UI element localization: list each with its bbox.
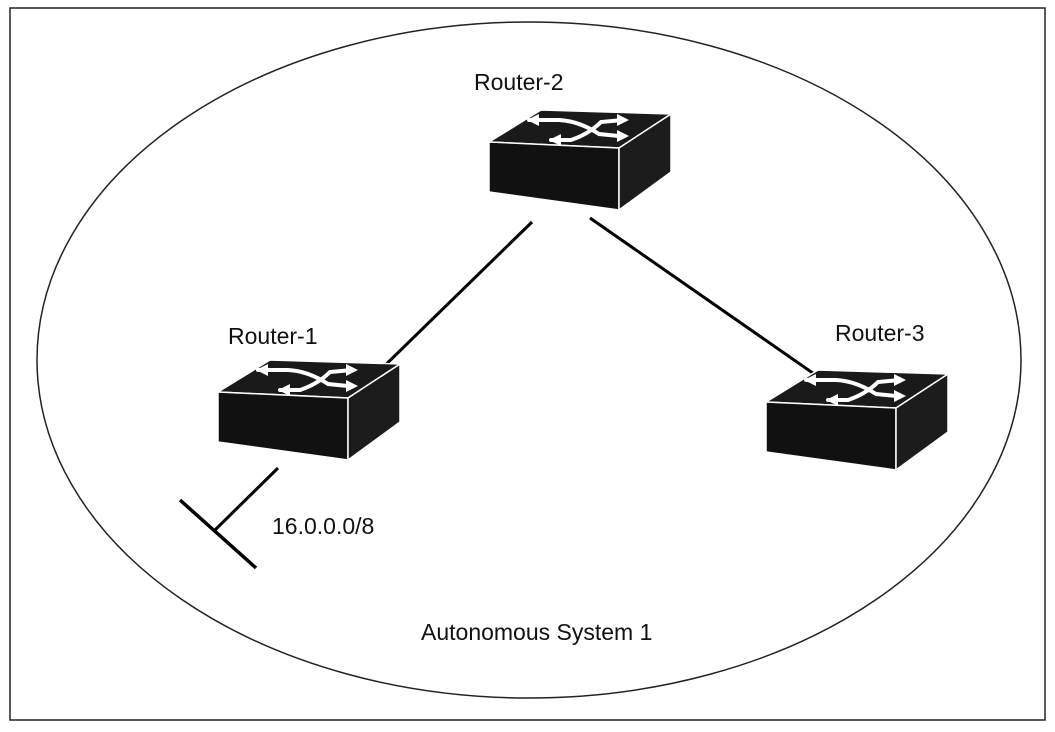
router-3: [764, 368, 950, 472]
autonomous-system-label: Autonomous System 1: [421, 619, 652, 645]
network-label: 16.0.0.0/8: [272, 513, 374, 539]
diagram-border: [9, 7, 1046, 721]
router-1-label: Router-1: [228, 323, 317, 349]
router-icon: [216, 358, 402, 462]
network-segment-icon: [178, 498, 258, 570]
link-router1-network: [213, 466, 280, 532]
router-2-label: Router-2: [474, 69, 563, 95]
router-2: [487, 108, 673, 212]
router-icon: [764, 368, 950, 472]
router-1: [216, 358, 402, 462]
link-router2-router3: [589, 216, 831, 387]
autonomous-system-boundary: [36, 21, 1022, 699]
router-icon: [487, 108, 673, 212]
router-3-label: Router-3: [835, 320, 924, 346]
link-router1-router2: [370, 220, 534, 380]
